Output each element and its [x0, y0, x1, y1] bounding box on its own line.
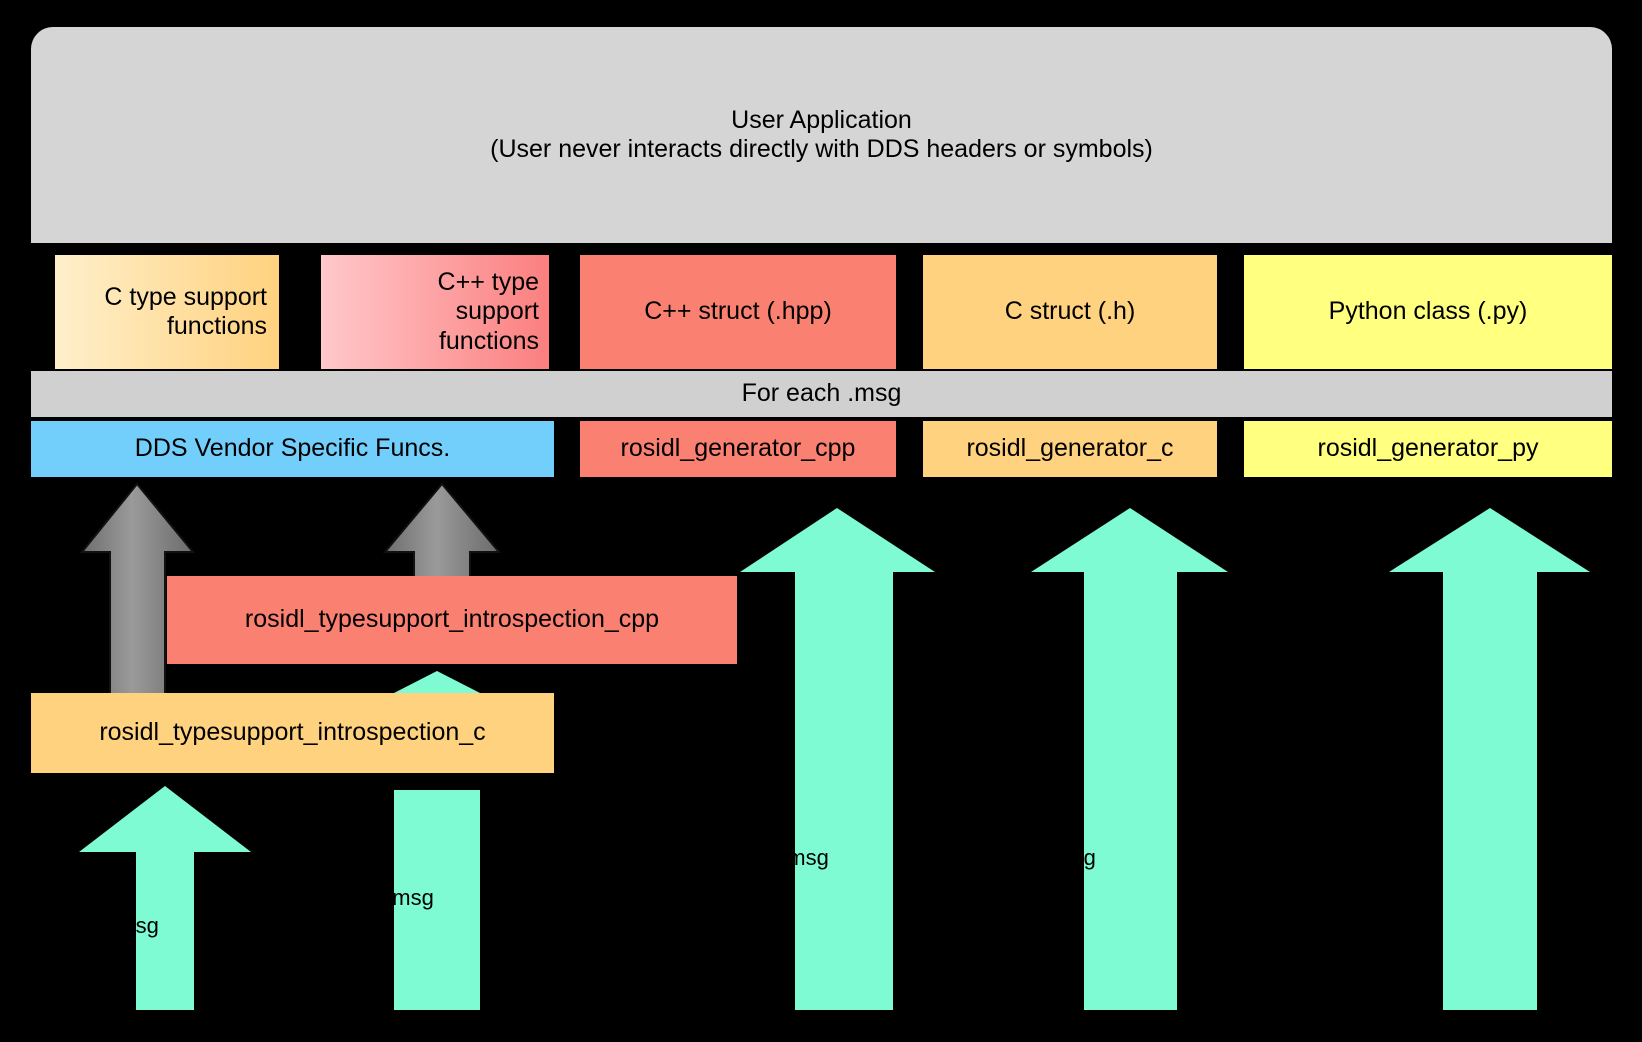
rosidl-generator-cpp-box: rosidl_generator_cpp	[580, 421, 896, 477]
rosidl-generator-py-label: rosidl_generator_py	[1317, 434, 1539, 463]
msg-arrow-to-generator-cpp	[740, 508, 935, 1010]
c-struct-h-label: C struct (.h)	[1004, 297, 1136, 326]
rosidl-generator-c-box: rosidl_generator_c	[923, 421, 1217, 477]
dds-vendor-specific-funcs-label: DDS Vendor Specific Funcs.	[134, 434, 451, 463]
rosidl-generator-py-box: rosidl_generator_py	[1244, 421, 1612, 477]
msg-label-introspection-cpp: .msg	[386, 885, 434, 910]
msg-arrow-shaft-to-introspection-cpp	[394, 790, 480, 1010]
rosidl-typesupport-introspection-c-label: rosidl_typesupport_introspection_c	[99, 718, 486, 747]
c-struct-h-box: C struct (.h)	[923, 255, 1217, 369]
dds-vendor-specific-funcs-box: DDS Vendor Specific Funcs.	[31, 421, 554, 477]
msg-arrow-head-to-introspection-cpp	[394, 671, 480, 693]
msg-label-generator-py: .msg	[1382, 845, 1430, 870]
user-application-line1: User Application	[731, 105, 912, 134]
rosidl-generator-cpp-label: rosidl_generator_cpp	[620, 434, 856, 463]
user-application-box: User Application (User never interacts d…	[31, 27, 1612, 243]
msg-label-generator-c: .msg	[1048, 845, 1096, 870]
msg-arrow-to-introspection-c	[79, 786, 251, 1010]
user-application-line2: (User never interacts directly with DDS …	[490, 135, 1153, 163]
python-class-py-label: Python class (.py)	[1328, 297, 1528, 326]
msg-label-introspection-c: .msg	[111, 913, 159, 938]
rosidl-typesupport-introspection-cpp-label: rosidl_typesupport_introspection_cpp	[244, 605, 660, 634]
python-class-py-box: Python class (.py)	[1244, 255, 1612, 369]
rosidl-generator-c-label: rosidl_generator_c	[966, 434, 1174, 463]
user-application-label: User Application (User never interacts d…	[470, 106, 1173, 165]
for-each-msg-band: For each .msg	[31, 371, 1612, 417]
rosidl-typesupport-introspection-cpp-box: rosidl_typesupport_introspection_cpp	[167, 576, 737, 664]
cpp-struct-hpp-box: C++ struct (.hpp)	[580, 255, 896, 369]
for-each-msg-label: For each .msg	[741, 379, 902, 408]
cpp-struct-hpp-label: C++ struct (.hpp)	[644, 297, 832, 326]
msg-arrow-to-generator-c	[1031, 508, 1228, 1010]
rosidl-typesupport-introspection-c-box: rosidl_typesupport_introspection_c	[31, 693, 554, 773]
msg-arrow-to-generator-py	[1389, 508, 1590, 1010]
msg-label-generator-cpp: .msg	[781, 845, 829, 870]
